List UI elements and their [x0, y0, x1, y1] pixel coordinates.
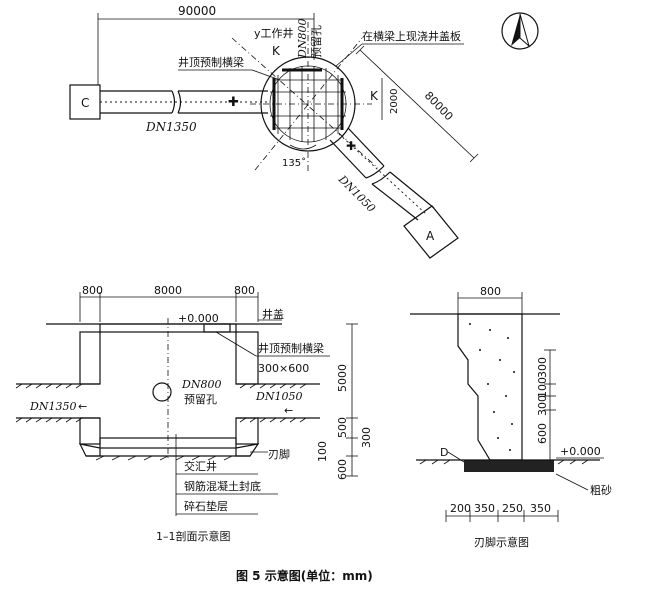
dim-300: 300	[360, 427, 373, 448]
pipe-a: ✚	[329, 127, 435, 221]
label-k-right: K	[370, 89, 379, 103]
wall-right-lower	[235, 417, 259, 445]
label-rc-bottom: 钢筋混凝土封底	[184, 479, 261, 493]
label-cast-cover: 在横梁上现浇井盖板	[362, 29, 461, 43]
dim-line-80000	[359, 49, 475, 159]
label-a: A	[426, 229, 435, 243]
elev-zero: +0.000	[560, 445, 601, 458]
dim-500: 500	[336, 417, 349, 438]
dim-90000: 90000	[178, 4, 216, 18]
label-d: D	[440, 446, 448, 459]
dim-80000: 80000	[422, 89, 456, 123]
blade-base	[464, 460, 554, 472]
flow-arrow-icon: ←	[284, 404, 293, 417]
label-junction: 交汇井	[184, 459, 217, 473]
soil-hatch	[15, 383, 307, 423]
dim-250: 250	[502, 502, 523, 515]
section-view: 800 8000 800 +0.000 井盖 DN1350 ← DN1050 ←	[15, 284, 373, 543]
blade-wall	[457, 313, 523, 461]
label-c: C	[81, 96, 89, 110]
dim-2000: 2000	[389, 89, 400, 114]
concrete-dots	[469, 323, 515, 451]
elev-zero: +0.000	[178, 312, 219, 325]
label-gravel: 碎石垫层	[184, 499, 228, 513]
rc-bottom-slab	[99, 437, 237, 449]
dim-300b: 300	[536, 395, 549, 416]
axis-line	[254, 37, 363, 171]
wall-left-lower	[79, 417, 101, 445]
gravel-hatch	[95, 455, 233, 461]
leader-line	[555, 473, 589, 491]
dim-350a: 350	[474, 502, 495, 515]
center-mark: ✚	[228, 95, 239, 110]
dim-100: 100	[316, 441, 329, 462]
north-arrow-icon	[501, 12, 539, 50]
dim-800: 800	[480, 285, 501, 298]
dim-100: 100	[536, 377, 549, 398]
label-blade: 刃脚	[268, 447, 290, 461]
well-a-box	[403, 205, 459, 259]
label-cover: 井盖	[262, 307, 284, 321]
wall-left-upper	[79, 331, 101, 385]
label-coarse-sand: 粗砂	[590, 484, 612, 497]
label-dn1050: DN1050	[335, 172, 378, 215]
dim-800-left: 800	[82, 284, 103, 297]
leader-line	[447, 451, 465, 463]
dim-8000: 8000	[154, 284, 182, 297]
label-dn800: DN800	[296, 19, 309, 59]
dim-800-right: 800	[234, 284, 255, 297]
label-hole: 预留孔	[184, 393, 217, 406]
label-beam: 井顶预制横梁	[258, 341, 324, 355]
svg-text:✚: ✚	[346, 139, 356, 153]
label-dn1350: DN1350	[29, 400, 76, 413]
blade-detail: 800 D 300 100 300 600 +0.000 粗砂	[410, 285, 612, 549]
dim-600: 600	[336, 459, 349, 480]
wall-right-upper	[235, 331, 259, 385]
soil-hatch	[419, 459, 589, 465]
label-k-top: K	[272, 44, 281, 58]
dim-200: 200	[450, 502, 471, 515]
blade-right	[235, 443, 260, 457]
figure-caption: 图 5 示意图(单位：mm)	[236, 568, 373, 583]
plan-view: 90000 C ✚ DN1350	[69, 4, 539, 259]
dim-5000: 5000	[336, 364, 349, 392]
label-work-well: y工作井	[254, 26, 294, 40]
angle-135: 135˚	[282, 157, 306, 169]
leader-line	[335, 43, 363, 67]
blade-caption: 刃脚示意图	[474, 535, 529, 549]
label-dn1050: DN1050	[255, 390, 302, 403]
label-precast-beam: 井顶预制横梁	[178, 55, 244, 69]
dim-600: 600	[536, 423, 549, 444]
label-reserved-hole: 预留孔	[310, 25, 323, 58]
label-beam-size: 300×600	[258, 362, 309, 375]
dim-tick	[355, 45, 365, 55]
leader-line	[251, 69, 281, 81]
reserved-hole-circle	[152, 382, 172, 402]
leader-line	[215, 331, 257, 357]
flow-arrow-icon: ←	[78, 400, 87, 413]
label-dn800: DN800	[181, 378, 221, 391]
angle-arc	[289, 144, 317, 150]
label-dn1350: DN1350	[145, 120, 197, 134]
section-caption: 1–1剖面示意图	[156, 529, 231, 543]
blade-left	[78, 443, 101, 457]
dim-300: 300	[536, 357, 549, 378]
dim-tick	[469, 153, 479, 163]
dim-350b: 350	[530, 502, 551, 515]
precast-beam-section	[203, 323, 231, 333]
